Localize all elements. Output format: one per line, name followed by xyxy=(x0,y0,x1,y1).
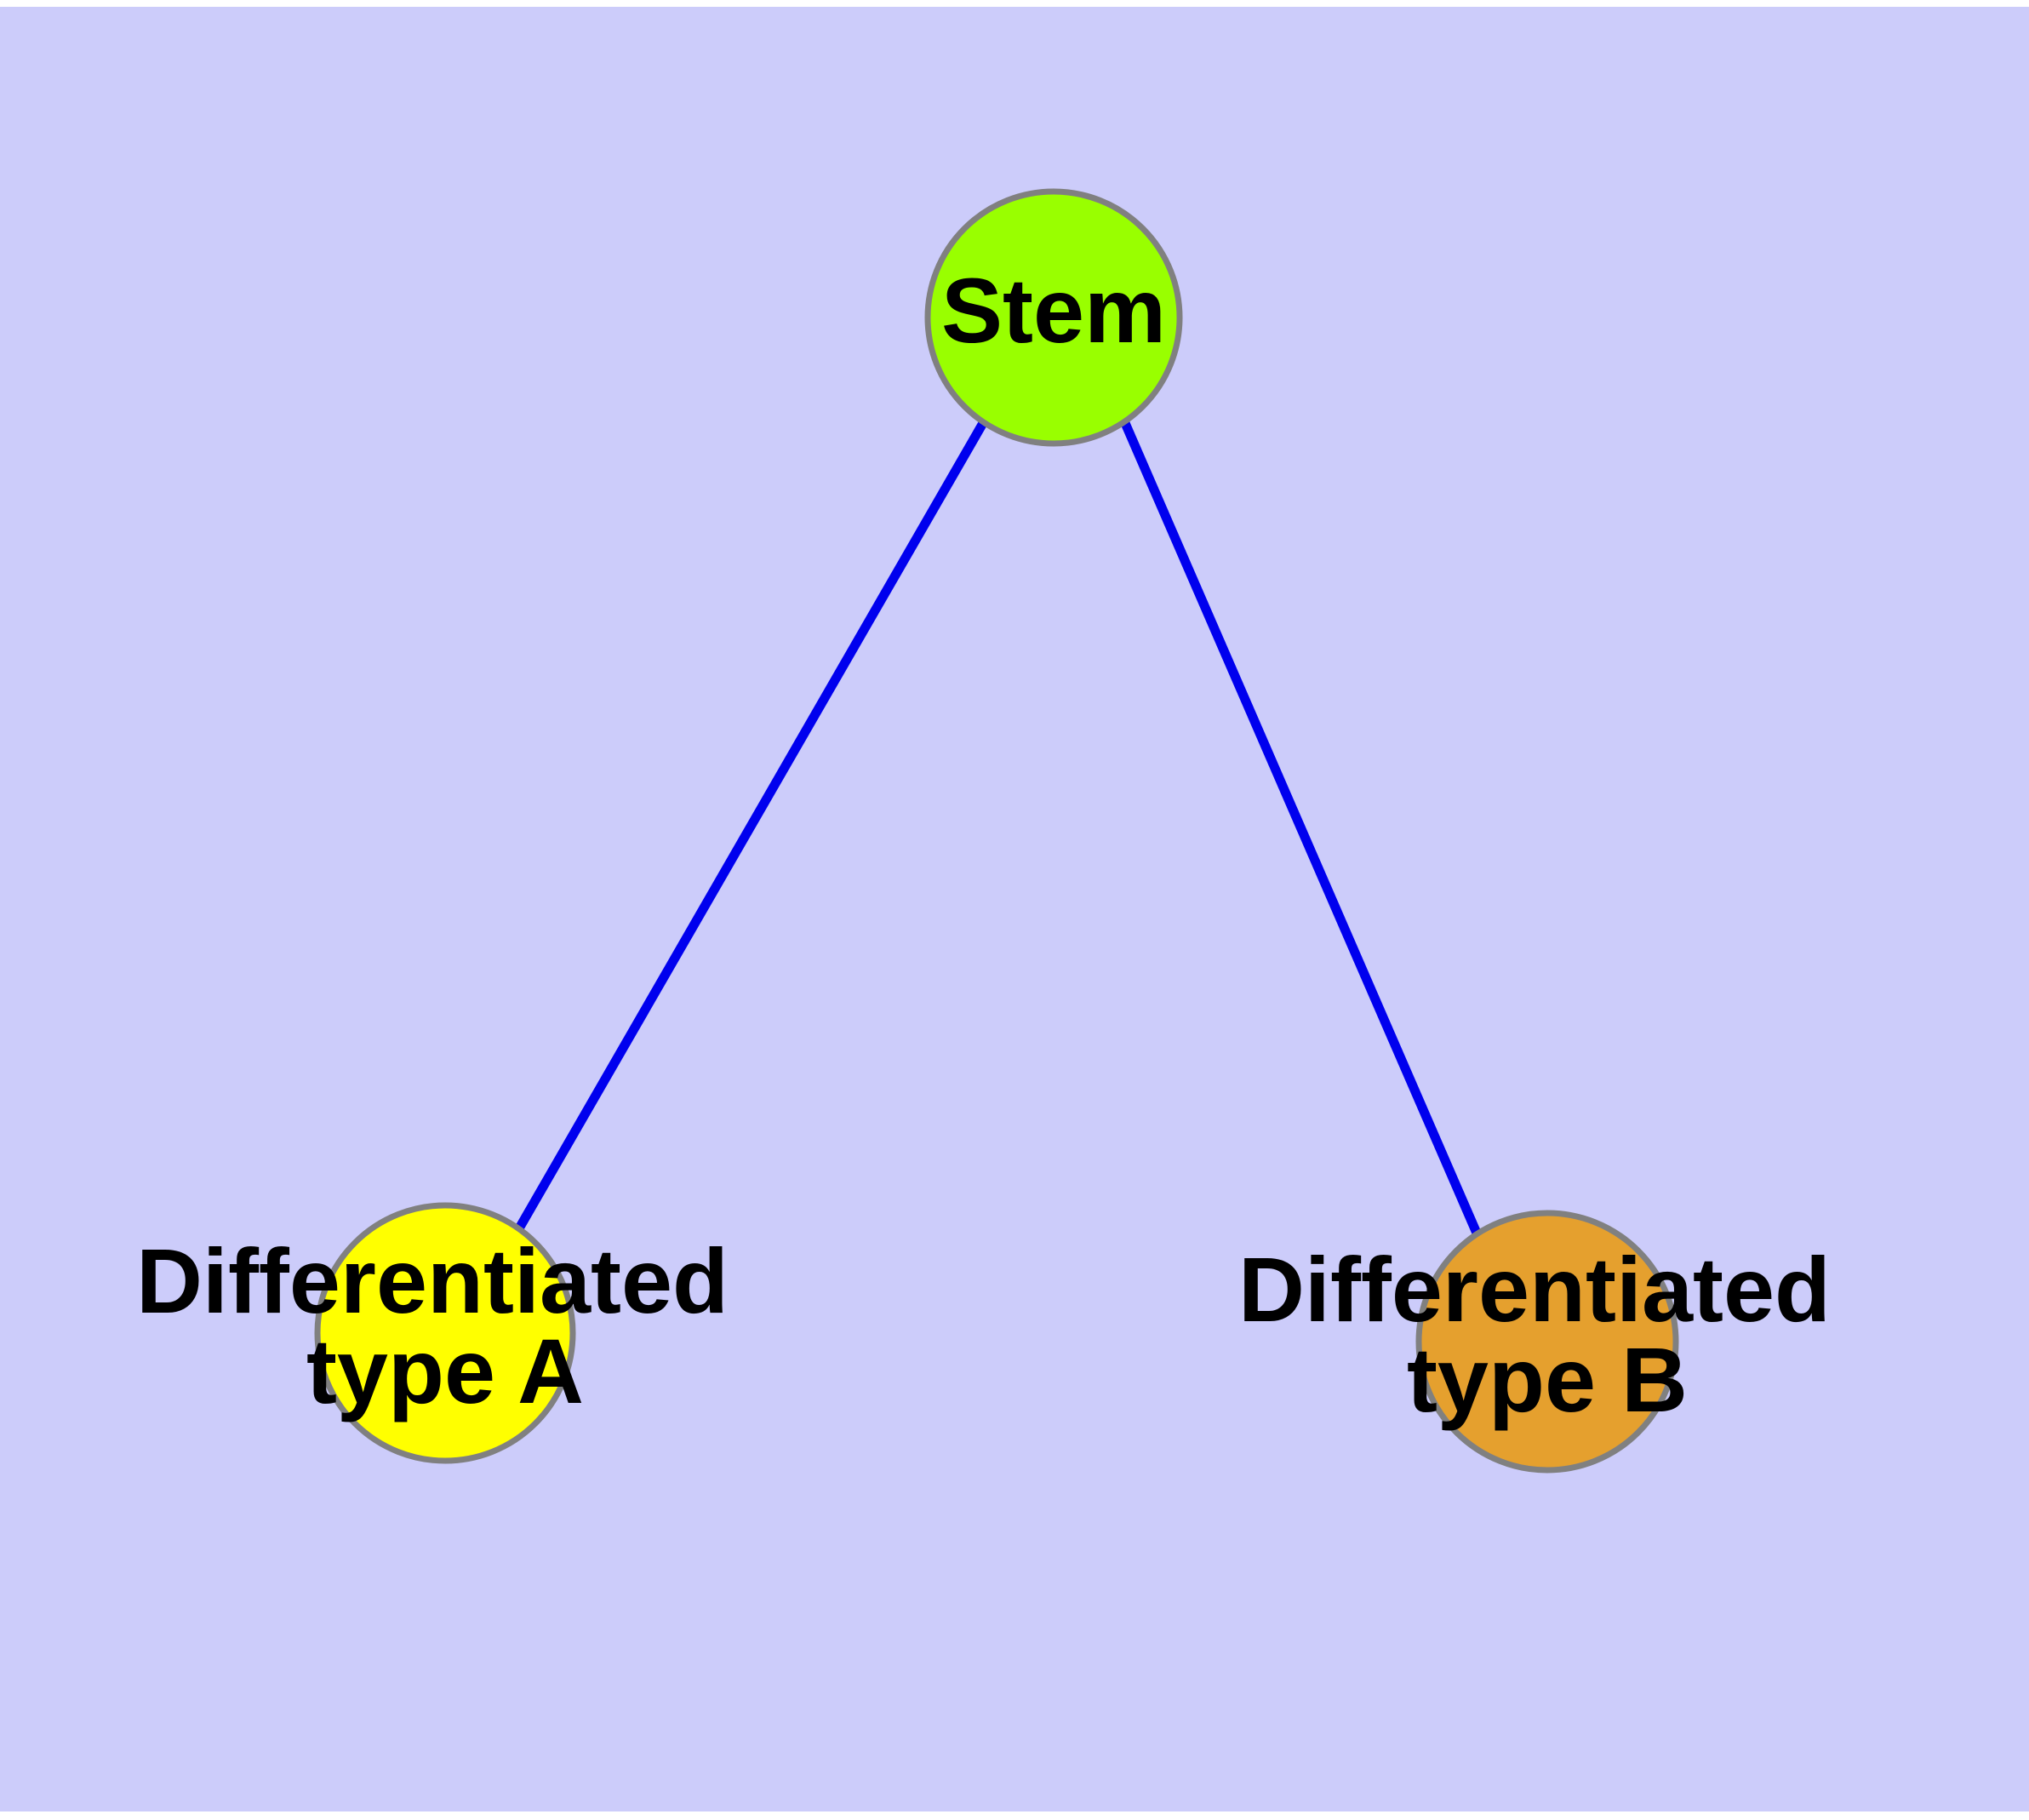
node-differentiated-type-a-label-line-1: type A xyxy=(306,1319,584,1422)
edge-layer xyxy=(515,421,1483,1239)
node-differentiated-type-a-label: Differentiated type A xyxy=(136,1229,754,1422)
edge-stem-to-differentiated-type-a[interactable] xyxy=(515,421,987,1231)
node-stem-label-line-0: Stem xyxy=(941,259,1166,362)
node-layer: Stem Differentiated type A Differentiate… xyxy=(136,188,1856,1474)
node-differentiated-type-a-label-line-0: Differentiated xyxy=(136,1229,729,1332)
node-differentiated-type-b[interactable]: Differentiated type B xyxy=(1238,1210,1856,1474)
node-differentiated-type-b-label-line-0: Differentiated xyxy=(1238,1238,1831,1341)
node-differentiated-type-a[interactable]: Differentiated type A xyxy=(136,1202,754,1464)
node-stem[interactable]: Stem xyxy=(924,188,1183,447)
edge-stem-to-differentiated-type-b[interactable] xyxy=(1120,421,1483,1239)
node-stem-circle[interactable] xyxy=(924,188,1183,447)
node-differentiated-type-b-label-line-1: type B xyxy=(1407,1327,1688,1430)
node-differentiated-type-a-circle[interactable] xyxy=(314,1202,576,1464)
node-stem-label: Stem xyxy=(941,259,1166,362)
node-differentiated-type-b-label: Differentiated type B xyxy=(1238,1238,1856,1431)
node-differentiated-type-b-circle[interactable] xyxy=(1415,1210,1679,1474)
